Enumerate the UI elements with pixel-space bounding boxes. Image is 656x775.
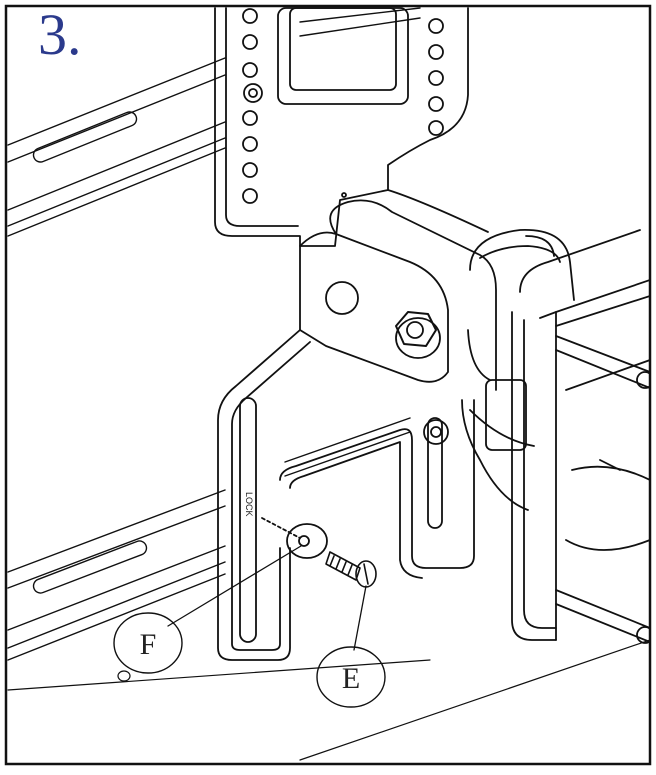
leader-line-e <box>353 585 367 651</box>
step-number: 3. <box>38 2 82 67</box>
wall-plate <box>214 7 469 247</box>
leader-line-f <box>167 545 302 627</box>
callout-e-bubble <box>316 646 386 708</box>
callout-f-label: F <box>140 628 157 661</box>
lower-wall-rail <box>7 417 411 661</box>
bracket-label: LOCK <box>244 492 254 517</box>
lower-bracket <box>217 329 475 661</box>
upper-wall-rail <box>7 7 421 237</box>
tv-arm-frame <box>511 229 649 644</box>
callout-e-label: E <box>342 662 360 695</box>
callout-f-bubble <box>113 612 183 674</box>
diagram-frame <box>4 4 652 766</box>
pivot-arm <box>299 189 497 391</box>
screw-e <box>325 551 377 588</box>
hinge-cylinder <box>461 229 575 511</box>
floor-lines <box>7 639 649 761</box>
washer-f <box>261 517 328 559</box>
